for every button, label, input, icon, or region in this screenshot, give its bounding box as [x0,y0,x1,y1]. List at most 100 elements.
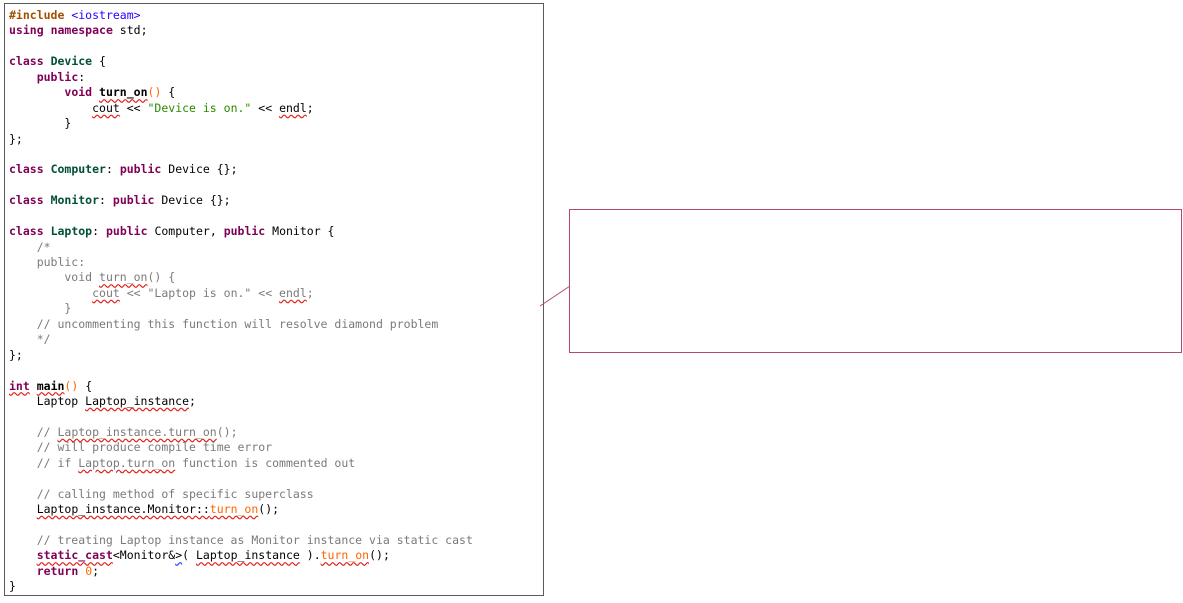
code-line[interactable] [9,471,473,486]
code-token: (); [216,424,238,439]
code-token [30,379,37,393]
code-line[interactable]: class Laptop: public Computer, public Mo… [9,224,473,239]
code-token: Computer, [147,224,224,239]
code-line[interactable] [9,39,473,54]
code-token: ( [147,85,155,100]
code-token: }; [9,131,23,146]
code-token: // treating Laptop instance as Monitor i… [9,532,473,547]
code-token: class [9,162,44,177]
code-line[interactable] [9,209,473,224]
code-text[interactable]: #include <iostream>using namespace std; … [9,8,473,595]
code-token: <Monitor& [112,548,176,563]
code-line[interactable] [9,517,473,532]
code-token: Device {}; [161,162,238,177]
code-line[interactable]: */ [9,332,473,347]
code-token: void [9,270,100,285]
code-line[interactable]: // treating Laptop instance as Monitor i… [9,533,473,548]
code-line[interactable]: class Computer: public Device {}; [9,162,473,177]
code-token: ) [154,85,162,100]
code-line[interactable]: } [9,301,473,316]
code-token: /* [9,239,51,254]
code-token: turn_on [99,85,148,100]
code-token: ( [182,548,196,563]
code-token: Device {}; [154,193,231,208]
code-line[interactable]: cout << "Laptop is on." << endl; [9,286,473,301]
code-token: ; [306,100,314,115]
code-line[interactable]: void turn_on() { [9,85,473,100]
code-line[interactable] [9,178,473,193]
code-token: Laptop_instance.turn_on [57,424,217,439]
code-token: (); [369,548,390,563]
code-token: Monitor { [265,224,335,239]
code-token: Laptop.turn_on [78,455,176,470]
code-token: turn_on [99,270,148,285]
code-token [9,85,64,99]
code-line[interactable]: int main() { [9,379,473,394]
code-token [44,224,51,238]
code-token: { [92,54,106,69]
code-line[interactable]: Laptop_instance.Monitor::turn_on(); [9,502,473,517]
code-line[interactable]: public: [9,255,473,270]
code-token: << [251,100,280,115]
code-token: { [78,378,93,393]
code-token: } [9,579,16,594]
code-token: return [36,563,79,578]
code-line[interactable]: // uncommenting this function will resol… [9,317,473,332]
code-token: Laptop_instance [195,548,300,563]
code-token: public [105,224,148,239]
code-token: Computer [50,162,106,177]
code-token: class [9,54,44,69]
annotation-box[interactable] [569,209,1182,353]
code-token [9,101,92,115]
code-token: int [9,378,30,393]
code-token: namespace [50,23,113,38]
code-line[interactable]: }; [9,348,473,363]
code-token: ; [306,285,314,300]
code-token: ; [189,393,196,408]
code-token: cout [92,100,120,115]
code-token [9,70,37,84]
code-token: <iostream> [71,8,141,22]
code-line[interactable]: cout << "Device is on." << endl; [9,101,473,116]
code-token: // if [9,455,79,470]
code-line[interactable]: #include <iostream> [9,8,473,23]
code-line[interactable] [9,409,473,424]
code-line[interactable]: class Device { [9,54,473,69]
code-token: class [9,224,44,239]
code-token [9,502,37,516]
code-line[interactable]: public: [9,70,473,85]
code-token: class [9,193,44,208]
code-line[interactable]: }; [9,132,473,147]
code-token: << "Laptop is on." << [119,285,280,300]
code-token: Laptop [9,393,86,408]
code-line[interactable]: } [9,116,473,131]
code-token: turn_on [209,502,259,516]
code-token [44,23,51,37]
code-token: cout [92,285,120,300]
code-token: 0 [85,563,93,578]
code-token: () { [147,270,176,285]
code-line[interactable]: } [9,579,473,594]
code-token: } [9,116,72,131]
code-line[interactable]: static_cast<Monitor&>( Laptop_instance )… [9,548,473,563]
code-token: endl [279,100,307,115]
code-line[interactable]: using namespace std; [9,23,473,38]
code-line[interactable]: // Laptop_instance.turn_on(); [9,425,473,440]
code-line[interactable]: // if Laptop.turn_on function is comment… [9,456,473,471]
code-line[interactable]: // will produce compile time error [9,440,473,455]
code-token: ). [299,548,321,563]
code-line[interactable]: return 0; [9,564,473,579]
code-token: public [119,162,162,177]
code-line[interactable]: /* [9,240,473,255]
code-token [92,85,99,99]
code-line[interactable]: class Monitor: public Device {}; [9,193,473,208]
code-token: endl [279,285,307,300]
code-token: public [112,193,155,208]
code-line[interactable] [9,147,473,162]
code-editor[interactable]: #include <iostream>using namespace std; … [4,3,544,596]
code-line[interactable]: Laptop Laptop_instance; [9,394,473,409]
callout-connector [539,283,574,307]
code-line[interactable]: // calling method of specific superclass [9,487,473,502]
code-line[interactable]: void turn_on() { [9,270,473,285]
code-line[interactable] [9,363,473,378]
